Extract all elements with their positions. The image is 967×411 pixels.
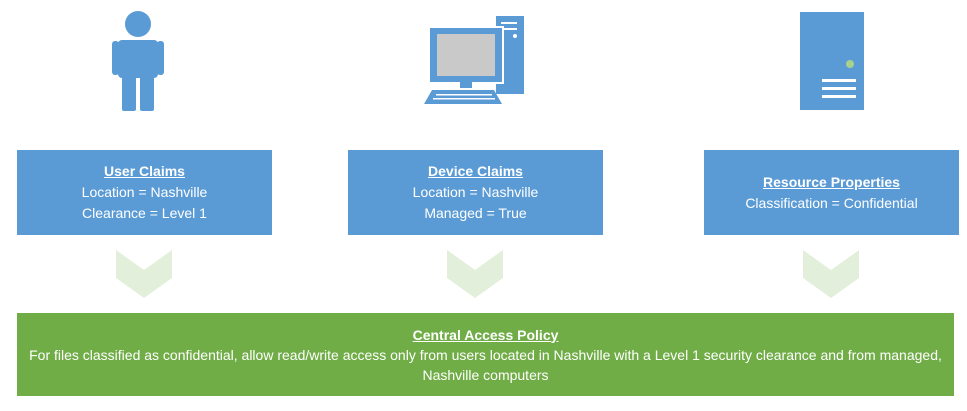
- user-icon: [112, 11, 164, 111]
- device-claims-location: Location = Nashville: [412, 184, 539, 200]
- policy-title: Central Access Policy: [412, 326, 559, 343]
- server-icon: [800, 12, 864, 110]
- user-claims-clearance: Clearance = Level 1: [82, 205, 207, 221]
- resource-properties-box: Resource Properties Classification = Con…: [704, 150, 959, 235]
- resource-properties-classification: Classification = Confidential: [745, 194, 918, 211]
- user-claims-location: Location = Nashville: [81, 184, 208, 200]
- device-claims-managed: Managed = True: [424, 205, 527, 221]
- chevron-down-icon: [447, 250, 503, 298]
- user-claims-box: User Claims Location = Nashville Clearan…: [17, 150, 272, 235]
- chevron-down-icon: [803, 250, 859, 298]
- central-access-policy-box: Central Access Policy For files classifi…: [17, 313, 954, 396]
- device-claims-box: Device Claims Location = Nashville Manag…: [348, 150, 603, 235]
- user-claims-title: User Claims: [104, 163, 185, 179]
- chevron-down-icon: [116, 250, 172, 298]
- resource-properties-title: Resource Properties: [763, 173, 900, 190]
- policy-description: For files classified as confidential, al…: [29, 346, 942, 383]
- device-claims-title: Device Claims: [428, 163, 523, 179]
- computer-icon: [424, 16, 524, 104]
